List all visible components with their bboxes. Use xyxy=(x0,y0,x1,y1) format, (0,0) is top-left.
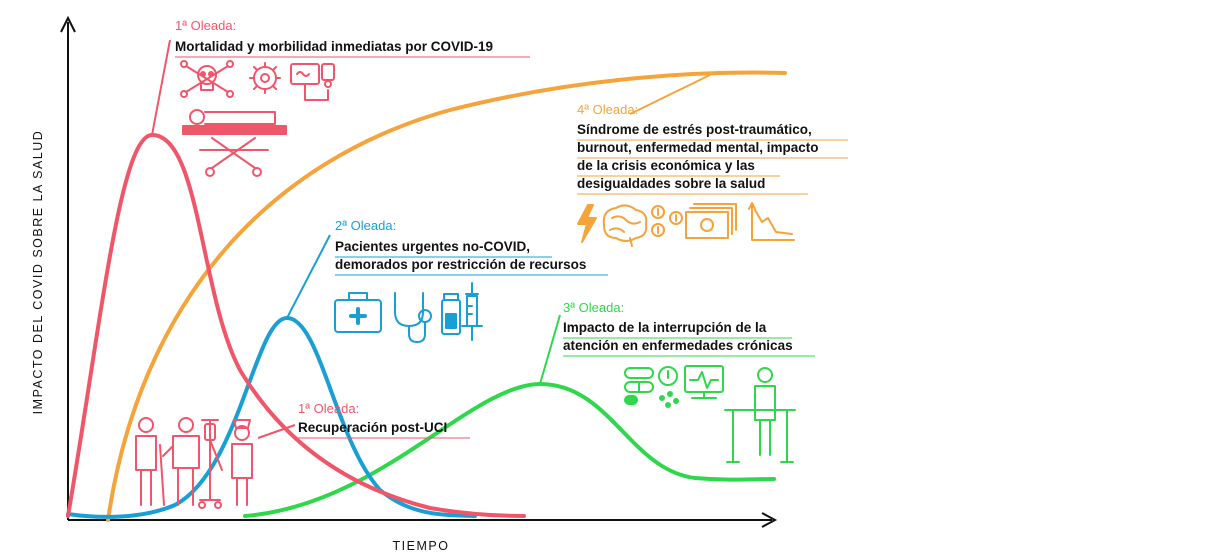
rehabilitation-bars-icon xyxy=(724,367,796,463)
medicine-vial-icon xyxy=(441,293,461,335)
lightning-icon xyxy=(577,204,597,243)
wave2-title: 2ª Oleada: xyxy=(335,218,396,233)
wave1b-leader-line xyxy=(257,424,296,439)
virus-icon xyxy=(249,62,281,94)
wave4-leader-line xyxy=(629,74,711,115)
wave1b-title: 1ª Oleada: xyxy=(298,401,359,416)
wave4-desc-line-4: desigualdades sobre la salud xyxy=(577,176,765,191)
patient-with-cane-icon xyxy=(135,417,165,506)
wave3-label: 3ª Oleada: Impacto de la interrupción de… xyxy=(563,300,815,357)
wave3-desc-line-1: Impacto de la interrupción de la xyxy=(563,320,767,335)
x-axis xyxy=(68,512,778,528)
iv-drip-icon xyxy=(198,419,223,509)
wave4-curve xyxy=(106,70,787,522)
wave2-leader-line xyxy=(286,234,331,319)
wave4-desc-line-1: Síndrome de estrés post-traumático, xyxy=(577,122,812,137)
wave1-title: 1ª Oleada: xyxy=(175,18,236,33)
wave1b-desc-line-1: Recuperación post-UCI xyxy=(298,420,447,435)
y-axis xyxy=(60,15,76,520)
y-axis-label: IMPACTO DEL COVID SOBRE LA SALUD xyxy=(31,130,45,415)
pills-icon xyxy=(624,367,654,405)
wave1-leader-line xyxy=(151,39,171,136)
medical-kit-icon xyxy=(334,292,382,333)
wave1-label: 1ª Oleada: Mortalidad y morbilidad inmed… xyxy=(175,18,530,58)
banknotes-icon xyxy=(685,203,737,239)
wave4-desc-line-2: burnout, enfermedad mental, impacto xyxy=(577,140,819,155)
wave2-label: 2ª Oleada: Pacientes urgentes no-COVID, … xyxy=(335,218,608,276)
wave1b-label: 1ª Oleada: Recuperación post-UCI xyxy=(298,401,470,439)
wave4-label: 4ª Oleada: Síndrome de estrés post-traum… xyxy=(577,102,848,195)
nurse-icon xyxy=(231,419,253,506)
declining-chart-icon xyxy=(748,202,795,241)
wave2-desc-line-2: demorados por restricción de recursos xyxy=(335,257,586,272)
wave2-curve xyxy=(66,315,477,519)
x-axis-label: TIEMPO xyxy=(393,539,450,553)
wave3-desc-line-2: atención en enfermedades crónicas xyxy=(563,338,793,353)
assisted-patient-icon xyxy=(162,417,200,506)
wave2-desc-line-1: Pacientes urgentes no-COVID, xyxy=(335,239,530,254)
wave3-leader-line xyxy=(539,314,561,385)
stethoscope-icon xyxy=(394,292,432,343)
brain-icon xyxy=(602,204,648,247)
clock-icon xyxy=(658,366,679,408)
skull-crossbones-icon xyxy=(180,60,234,98)
syringe-icon xyxy=(461,282,483,341)
wave3-title: 3ª Oleada: xyxy=(563,300,624,315)
wave4-title: 4ª Oleada: xyxy=(577,102,638,117)
coins-icon xyxy=(651,205,683,237)
wave1-curve xyxy=(66,132,526,518)
wave4-desc-line-3: de la crisis económica y las xyxy=(577,158,755,173)
wave3-curve xyxy=(243,381,776,518)
ventilator-monitor-icon xyxy=(290,63,335,101)
hospital-bed-patient-icon xyxy=(182,109,287,177)
wave1-desc-line-1: Mortalidad y morbilidad inmediatas por C… xyxy=(175,39,493,54)
heart-monitor-icon xyxy=(684,365,724,399)
